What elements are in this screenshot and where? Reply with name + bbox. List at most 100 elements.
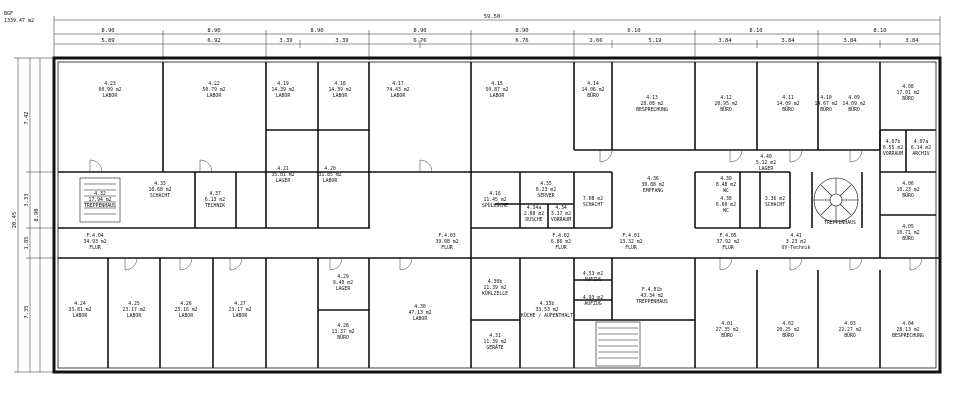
svg-text:4.07b: 4.07b bbox=[886, 139, 901, 145]
svg-text:14.39 m2: 14.39 m2 bbox=[328, 87, 351, 93]
svg-text:LAGER: LAGER bbox=[759, 166, 774, 172]
svg-text:BÜRO: BÜRO bbox=[902, 192, 914, 199]
svg-text:KÜHLZELLE: KÜHLZELLE bbox=[482, 290, 508, 297]
svg-text:AUFZUG: AUFZUG bbox=[584, 301, 601, 307]
svg-text:20.25 m2: 20.25 m2 bbox=[776, 327, 799, 333]
svg-text:4.37: 4.37 bbox=[209, 191, 221, 197]
svg-text:4.10: 4.10 bbox=[820, 95, 832, 101]
svg-text:TECHNIK: TECHNIK bbox=[205, 203, 225, 209]
svg-text:TREPPENHAUS: TREPPENHAUS bbox=[84, 203, 116, 209]
svg-text:BÜRO: BÜRO bbox=[844, 332, 856, 339]
svg-text:BÜRO: BÜRO bbox=[902, 95, 914, 102]
left-dimension-chain bbox=[14, 57, 54, 373]
svg-text:TREPPENHAUS: TREPPENHAUS bbox=[824, 220, 856, 226]
grid-dim: 8.10 bbox=[749, 28, 762, 34]
svg-text:4.15: 4.15 bbox=[491, 81, 503, 87]
svg-text:LABOR: LABOR bbox=[391, 93, 406, 99]
svg-text:5.12 m2: 5.12 m2 bbox=[756, 160, 776, 166]
svg-text:LABOR: LABOR bbox=[233, 313, 248, 319]
svg-text:4.06: 4.06 bbox=[902, 181, 914, 187]
grid-dim: 6.10 bbox=[627, 28, 640, 34]
svg-text:28.13 m2: 28.13 m2 bbox=[896, 327, 919, 333]
svg-text:4.53 m2: 4.53 m2 bbox=[583, 271, 603, 277]
svg-text:BÜRO: BÜRO bbox=[782, 332, 794, 339]
svg-text:F.4.01: F.4.01 bbox=[622, 233, 639, 239]
svg-text:4.14: 4.14 bbox=[587, 81, 599, 87]
svg-text:14.67 m2: 14.67 m2 bbox=[814, 101, 837, 107]
svg-text:4.22: 4.22 bbox=[208, 81, 220, 87]
overall-length: 59.50 bbox=[484, 14, 501, 20]
svg-text:GERÄTE: GERÄTE bbox=[486, 344, 503, 351]
svg-text:LAGER: LAGER bbox=[276, 178, 291, 184]
svg-text:4.01: 4.01 bbox=[721, 321, 733, 327]
svg-text:4.36: 4.36 bbox=[647, 176, 659, 182]
svg-text:30.88 m2: 30.88 m2 bbox=[641, 182, 664, 188]
svg-text:WC: WC bbox=[723, 208, 729, 214]
left-total-dim: 20.45 bbox=[12, 212, 18, 229]
svg-text:VORRAUM: VORRAUM bbox=[883, 151, 903, 157]
svg-text:4.26: 4.26 bbox=[180, 301, 192, 307]
sub-dim: 3.39 bbox=[335, 38, 348, 44]
svg-text:FLUR: FLUR bbox=[555, 245, 567, 251]
spiral-staircase bbox=[813, 177, 859, 223]
svg-text:4.35: 4.35 bbox=[540, 181, 552, 187]
svg-text:LABOR: LABOR bbox=[103, 93, 118, 99]
svg-text:BESPRECHUNG: BESPRECHUNG bbox=[892, 333, 924, 339]
svg-text:TREPPENHAUS: TREPPENHAUS bbox=[636, 299, 668, 305]
sub-dim: 6.76 bbox=[515, 38, 528, 44]
svg-text:8.48 m2: 8.48 m2 bbox=[716, 182, 736, 188]
svg-text:4.09: 4.09 bbox=[848, 95, 860, 101]
svg-text:4.29: 4.29 bbox=[337, 274, 349, 280]
svg-text:13.32 m2: 13.32 m2 bbox=[619, 239, 642, 245]
svg-text:UV-Technik: UV-Technik bbox=[782, 245, 811, 251]
room-label: TREPPENHAUS bbox=[824, 220, 856, 226]
svg-text:27.35 m2: 27.35 m2 bbox=[715, 327, 738, 333]
left-sub-dim: 8.90 bbox=[34, 208, 40, 221]
svg-text:4.33: 4.33 bbox=[154, 181, 166, 187]
svg-text:4.13: 4.13 bbox=[646, 95, 658, 101]
svg-text:LABOR: LABOR bbox=[413, 316, 428, 322]
svg-text:33.81 m2: 33.81 m2 bbox=[68, 307, 91, 313]
svg-text:4.27: 4.27 bbox=[234, 301, 246, 307]
svg-text:6.13 m2: 6.13 m2 bbox=[205, 197, 225, 203]
svg-text:6.60 m2: 6.60 m2 bbox=[716, 202, 736, 208]
top-dimension-chain bbox=[53, 16, 941, 60]
sub-dim: 3.39 bbox=[279, 38, 292, 44]
svg-text:14.39 m2: 14.39 m2 bbox=[271, 87, 294, 93]
svg-text:4.25: 4.25 bbox=[128, 301, 140, 307]
svg-text:SERVER: SERVER bbox=[537, 193, 554, 199]
svg-text:LABOR: LABOR bbox=[333, 93, 348, 99]
svg-text:37.92 m2: 37.92 m2 bbox=[716, 239, 739, 245]
sub-dim: 3.84 bbox=[781, 38, 795, 44]
svg-text:11.45 m2: 11.45 m2 bbox=[483, 197, 506, 203]
svg-text:SPÜLKÜCHE: SPÜLKÜCHE bbox=[482, 202, 508, 209]
svg-text:22.27 m2: 22.27 m2 bbox=[838, 327, 861, 333]
svg-text:6.55 m2: 6.55 m2 bbox=[883, 145, 903, 151]
svg-text:8.23 m2: 8.23 m2 bbox=[536, 187, 556, 193]
svg-text:DUSCHE: DUSCHE bbox=[525, 217, 542, 223]
